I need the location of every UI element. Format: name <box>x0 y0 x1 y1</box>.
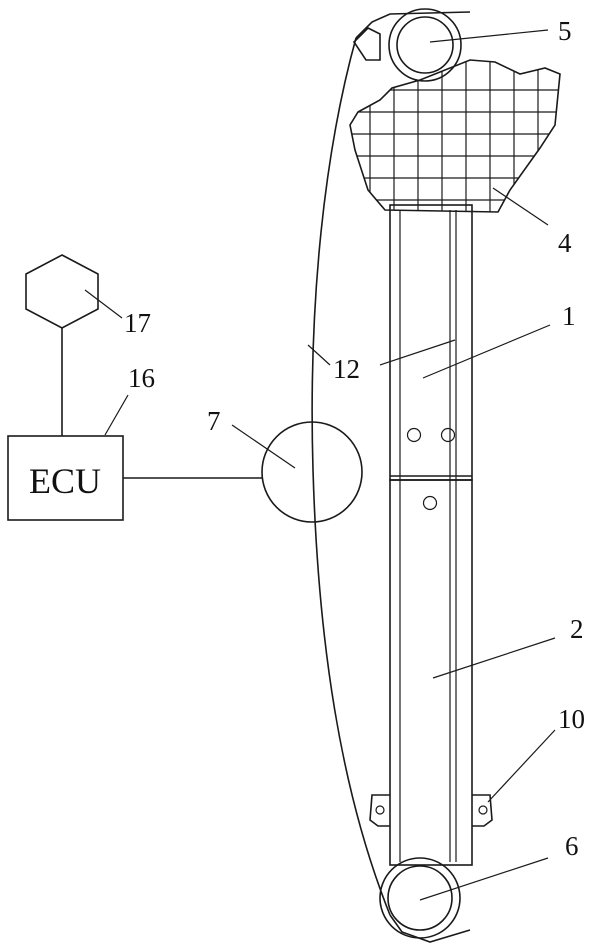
callout-12: 12 <box>333 354 360 384</box>
rail-hole <box>424 497 437 510</box>
callout-7: 7 <box>207 406 221 436</box>
top-pulley-inner <box>397 17 453 73</box>
glass-outline <box>312 38 390 915</box>
bottom-pulley-outer <box>380 858 460 938</box>
callout-1: 1 <box>562 301 576 331</box>
top-pulley-outer <box>389 9 461 81</box>
ecu-label: ECU <box>29 461 101 501</box>
callout-4: 4 <box>558 228 572 258</box>
bracket-hole <box>376 806 384 814</box>
top-bracket <box>354 28 380 60</box>
bracket-hole <box>479 806 487 814</box>
callout-10: 10 <box>558 704 585 734</box>
rail-hole <box>442 429 455 442</box>
callout-16: 16 <box>128 363 155 393</box>
callout-2: 2 <box>570 614 584 644</box>
rail-upper <box>390 205 472 480</box>
rail-lower <box>390 480 472 865</box>
rail-hole <box>408 429 421 442</box>
carrier-plate <box>350 60 560 212</box>
callout-17: 17 <box>124 308 151 338</box>
callout-6: 6 <box>565 831 579 861</box>
glass-top-edge <box>356 12 470 38</box>
leader-lines <box>85 30 555 900</box>
bottom-pulley-inner <box>388 866 452 930</box>
mounting-bracket-right <box>472 795 492 826</box>
mounting-bracket-left <box>370 795 390 826</box>
callout-5: 5 <box>558 16 572 46</box>
carrier-plate-grid <box>340 50 570 220</box>
